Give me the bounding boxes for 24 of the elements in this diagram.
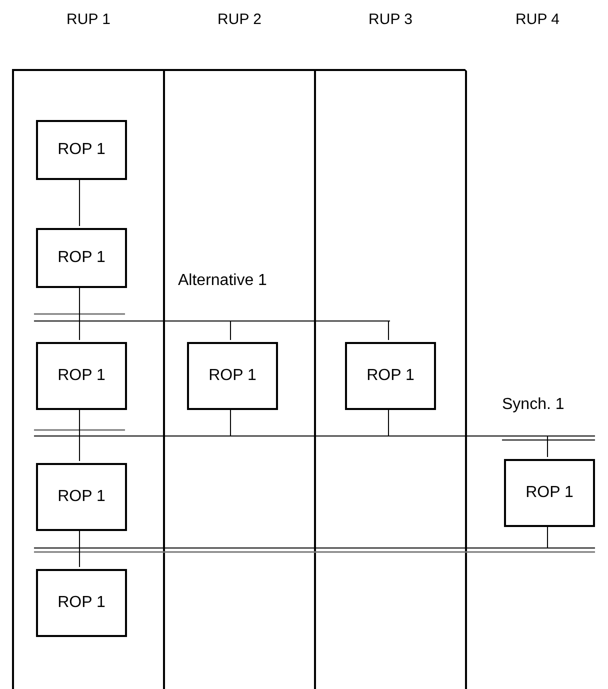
step-label: ROP 1 [208,367,256,385]
step-label: ROP 1 [526,484,574,502]
step-box [345,342,436,410]
step-box [187,342,278,410]
lane-heading: RUP 3 [368,11,414,28]
step-box [36,228,127,288]
step-label: ROP 1 [366,367,414,385]
annotation-label: Alternative 1 [178,272,267,290]
step-label: ROP 1 [58,141,106,159]
connector-line [79,524,548,568]
step-box [504,459,595,527]
annotation-label: Synch. 1 [502,396,564,414]
step-label: ROP 1 [58,594,106,612]
step-box [36,569,127,637]
step-label: ROP 1 [58,488,106,506]
step-label: ROP 1 [58,249,106,267]
step-label: ROP 1 [58,367,106,385]
connector-line [79,178,80,226]
lane-heading: RUP 1 [66,11,112,28]
step-box [36,463,127,531]
lane-heading: RUP 4 [514,11,560,28]
step-box [36,120,127,180]
step-box [36,342,127,410]
lane-heading: RUP 2 [216,11,262,28]
